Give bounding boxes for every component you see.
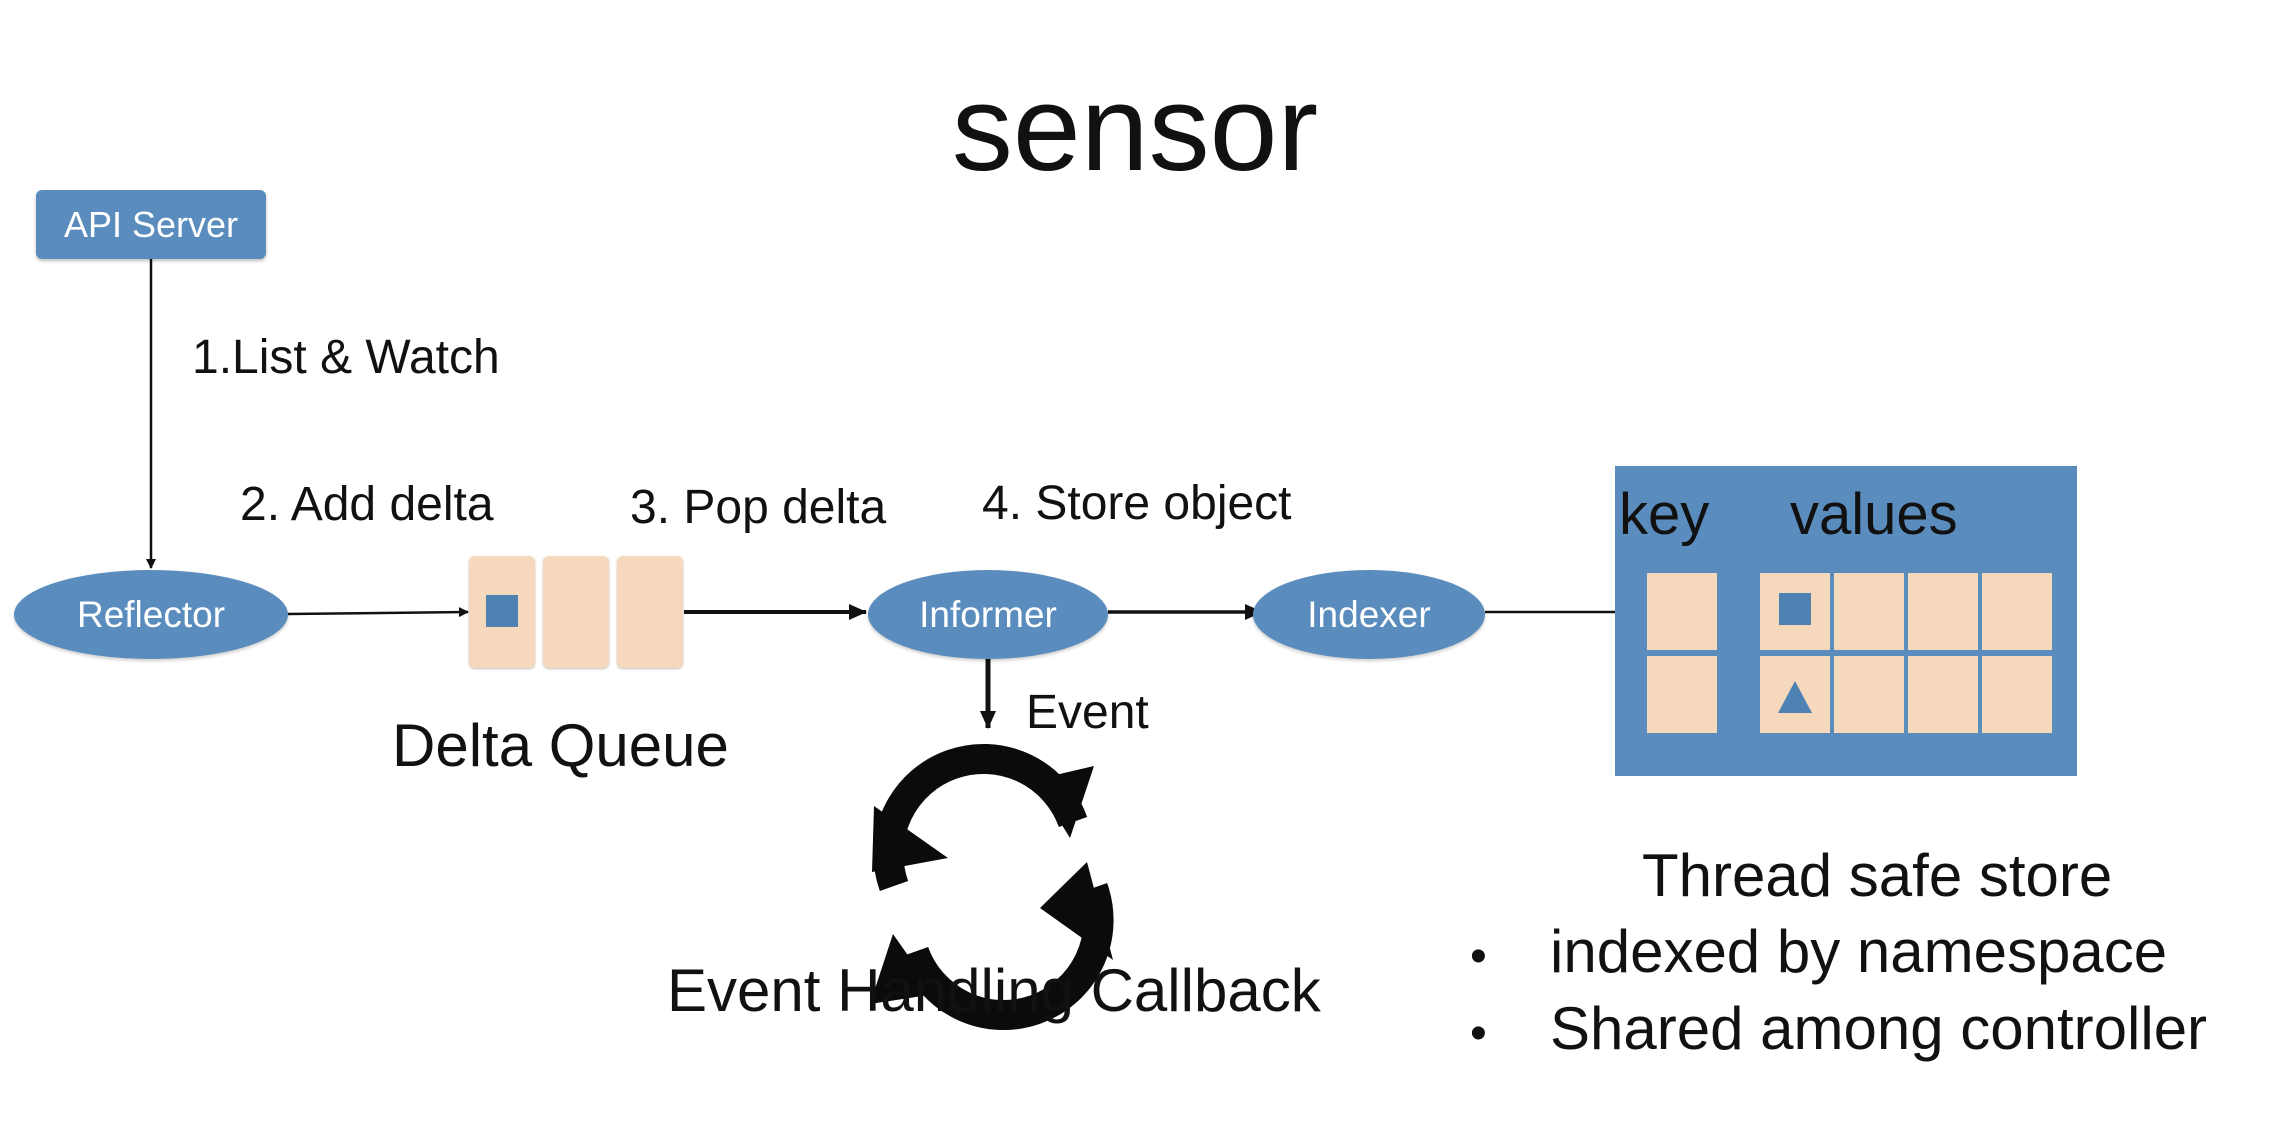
list-watch-label: 1.List & Watch xyxy=(192,331,500,384)
value-cell xyxy=(1834,656,1904,733)
value-cell xyxy=(1982,573,2052,650)
value-cell xyxy=(1760,573,1830,650)
informer-node: Informer xyxy=(868,570,1108,659)
values-header: values xyxy=(1790,482,1958,547)
store-bullet-text: indexed by namespace xyxy=(1550,918,2168,985)
value-cell xyxy=(1760,656,1830,733)
event-label: Event xyxy=(1026,686,1149,739)
queue-slot xyxy=(469,556,535,668)
indexer-node: Indexer xyxy=(1253,570,1485,659)
value-cell xyxy=(1908,573,1978,650)
page-title: sensor xyxy=(951,60,1319,196)
square-item-icon xyxy=(486,595,518,627)
refresh-icon xyxy=(870,744,1114,1030)
store-bullet-text: Shared among controller xyxy=(1550,995,2208,1062)
triangle-item-icon xyxy=(1778,681,1812,713)
store-panel: key values xyxy=(1615,466,2077,776)
square-item-icon xyxy=(1779,593,1811,625)
value-cell xyxy=(1908,656,1978,733)
store-bullet: • Shared among controller xyxy=(1470,995,2207,1068)
key-header: key xyxy=(1619,482,1710,547)
queue-slot xyxy=(543,556,609,668)
key-cell xyxy=(1647,656,1717,733)
value-cell xyxy=(1834,573,1904,650)
store-object-label: 4. Store object xyxy=(982,477,1292,530)
api-server-node: API Server xyxy=(36,190,266,259)
queue-slot xyxy=(617,556,683,668)
store-bullet: • indexed by namespace xyxy=(1470,918,2167,991)
key-cell xyxy=(1647,573,1717,650)
bullet-icon: • xyxy=(1470,1007,1487,1060)
delta-queue-caption: Delta Queue xyxy=(392,712,729,779)
bullet-icon: • xyxy=(1470,930,1487,983)
reflector-node: Reflector xyxy=(14,570,288,659)
add-delta-label: 2. Add delta xyxy=(240,478,494,531)
event-callback-caption: Event Handling Callback xyxy=(667,957,1321,1024)
pop-delta-label: 3. Pop delta xyxy=(630,481,887,534)
value-cell xyxy=(1982,656,2052,733)
store-title: Thread safe store xyxy=(1642,842,2113,909)
reflector-to-queue-arrow xyxy=(287,607,469,618)
